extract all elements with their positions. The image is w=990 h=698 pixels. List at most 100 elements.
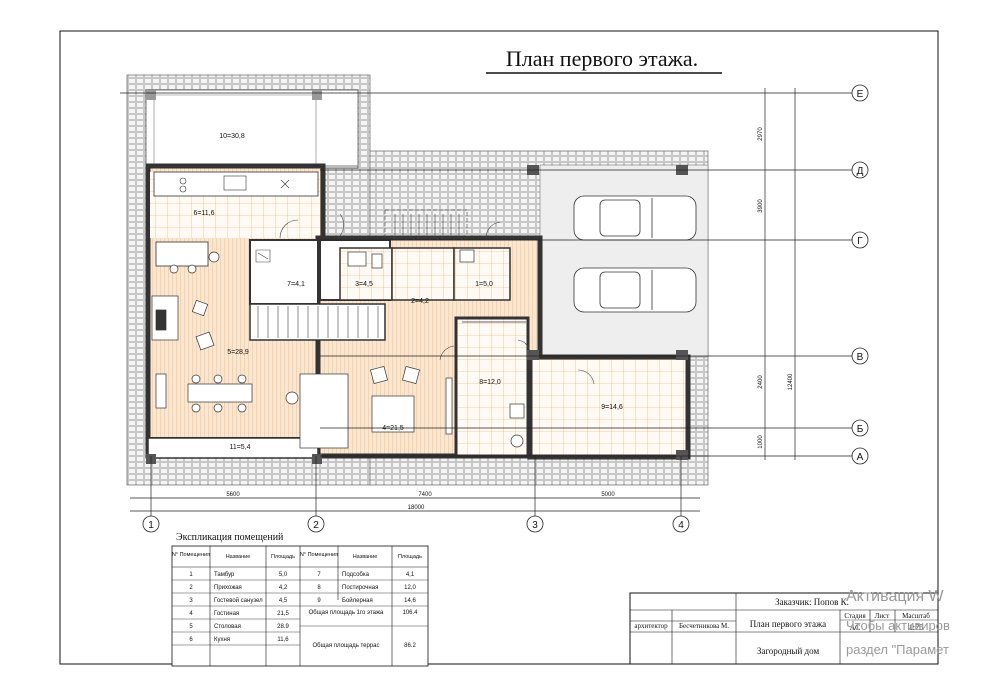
table-header: Название (226, 554, 251, 560)
watermark-line: Активация W (846, 588, 945, 605)
dimension-value: 3900 (758, 199, 764, 213)
stamp-scale: 1:75 (909, 623, 923, 632)
total-value: 86.2 (404, 643, 416, 649)
room-tag: 1=5,0 (475, 281, 493, 288)
table-cell: 6 (189, 637, 193, 643)
axis-label-row: Е (857, 89, 864, 100)
room-tag: 4=21,5 (382, 425, 404, 432)
table-cell: Прихожая (214, 585, 242, 591)
stamp-customer: Заказчик: Попов К. (775, 597, 849, 607)
door-swings (279, 213, 595, 385)
drawing-title: План первого этажа. (506, 46, 698, 71)
table-cell: 4 (189, 611, 193, 617)
room-tag: 10=30,8 (219, 133, 245, 140)
dimension-labels: 5600 7400 5000 18000 2970 3900 2400 1000… (226, 127, 794, 511)
garage-cars (573, 195, 697, 313)
room-tag: 11=5,4 (229, 444, 250, 451)
total-value: 106.4 (402, 610, 418, 616)
axis-label-row: А (857, 452, 864, 463)
total-label: Общая площадь террас (312, 643, 379, 649)
axis-bubble-col (307, 515, 325, 533)
axis-label-col: 1 (148, 520, 154, 531)
explication-totals: Общая площадь 1го этажа 106.4 Общая площ… (309, 610, 419, 649)
axis-label-col: 4 (678, 520, 684, 531)
stamp-project: Загородный дом (757, 646, 820, 656)
dimension-value: 5600 (226, 492, 240, 498)
room-tag: 2=4,2 (411, 298, 429, 305)
stamp-col-stage: Стадия (844, 612, 866, 620)
table-cell: 3 (189, 598, 193, 604)
dimension-value: 5000 (601, 492, 615, 498)
table-header: N° Помещения (300, 552, 338, 558)
table-header: Название (353, 554, 378, 560)
room-tag: 8=12,0 (479, 379, 501, 386)
table-cell: 21,5 (277, 611, 289, 617)
axis-bubble-row (851, 419, 869, 437)
table-cell: Гостевой санузел (214, 597, 263, 604)
dimension-value: 2400 (758, 375, 764, 389)
dimension-total: 12400 (788, 373, 794, 390)
table-cell: 5 (189, 624, 193, 630)
axis-label-row: Г (857, 236, 863, 247)
watermark-line: раздел "Парамет (846, 642, 949, 657)
axis-bubble-row (851, 447, 869, 465)
stamp-role: архитектор (634, 622, 668, 630)
table-header: Площадь (271, 554, 295, 560)
activation-watermark: Активация W Чтобы активиров раздел "Пара… (846, 588, 950, 657)
table-cell: Столовая (214, 624, 241, 630)
table-cell: 5,0 (279, 572, 288, 578)
table-cell: 1 (189, 572, 193, 578)
table-cell: 8 (317, 585, 321, 591)
axis-bubble-col (526, 515, 544, 533)
staircase (255, 209, 468, 338)
axis-bubble-row (851, 231, 869, 249)
table-cell: 4,1 (406, 572, 415, 578)
axis-label-col: 3 (532, 520, 538, 531)
table-header: Площадь (398, 554, 422, 560)
axis-label-row: Б (857, 424, 864, 435)
table-cell: 11,6 (277, 637, 289, 643)
table-cell: 4,5 (279, 598, 288, 604)
dimension-value: 1000 (758, 435, 764, 449)
stamp-col-scale: Масштаб (902, 612, 930, 620)
axis-bubble-row (851, 161, 869, 179)
stamp-stage: АС (850, 623, 861, 632)
dimension-total: 18000 (408, 505, 425, 511)
table-cell: Постирочная (342, 585, 378, 591)
table-cell: 28.9 (277, 624, 289, 630)
explication-title: Экспликация помещений (176, 532, 284, 543)
stamp-sheet-title: План первого этажа (750, 619, 826, 629)
room-tag: 5=28,9 (227, 349, 249, 356)
grid-axes (120, 88, 852, 518)
axis-bubble-row (851, 347, 869, 365)
watermark-line: Чтобы активиров (846, 618, 950, 633)
room-tag: 6=11,6 (193, 210, 214, 217)
table-cell: 12,0 (404, 585, 416, 591)
kitchen-furniture: 6=11,6 (153, 171, 319, 267)
stamp-author: Бесчетникова М. (679, 622, 729, 630)
table-cell: 2 (189, 585, 193, 591)
room-10-terrace: 10=30,8 (145, 89, 359, 167)
axis-label-row: Д (857, 166, 864, 177)
table-cell: Кухня (214, 637, 230, 643)
title-block: Заказчик: Попов К. архитектор Бесчетнико… (629, 592, 939, 665)
total-label: Общая площадь 1го этажа (309, 610, 384, 616)
table-cell: 4,2 (279, 585, 288, 591)
axis-bubble-col (142, 515, 160, 533)
axis-label-row: В (857, 352, 864, 363)
table-cell: 14,6 (404, 598, 416, 604)
table-cell: 7 (317, 572, 321, 578)
explication-table: Экспликация помещений N° Помещения Назва… (171, 532, 429, 667)
axis-bubble-col (672, 515, 690, 533)
dimension-value: 2970 (758, 127, 764, 141)
sheet-frame (59, 30, 939, 665)
table-cell: Гостиная (214, 611, 239, 617)
room-tag: 3=4,5 (355, 281, 373, 288)
dimension-value: 7400 (418, 492, 432, 498)
room-tag: 9=14,6 (601, 404, 623, 411)
table-cell: 9 (317, 598, 321, 604)
stamp-col-sheet: Лист (875, 612, 890, 620)
axis-bubbles: Е Д Г В Б А 1 2 3 4 (142, 84, 869, 533)
